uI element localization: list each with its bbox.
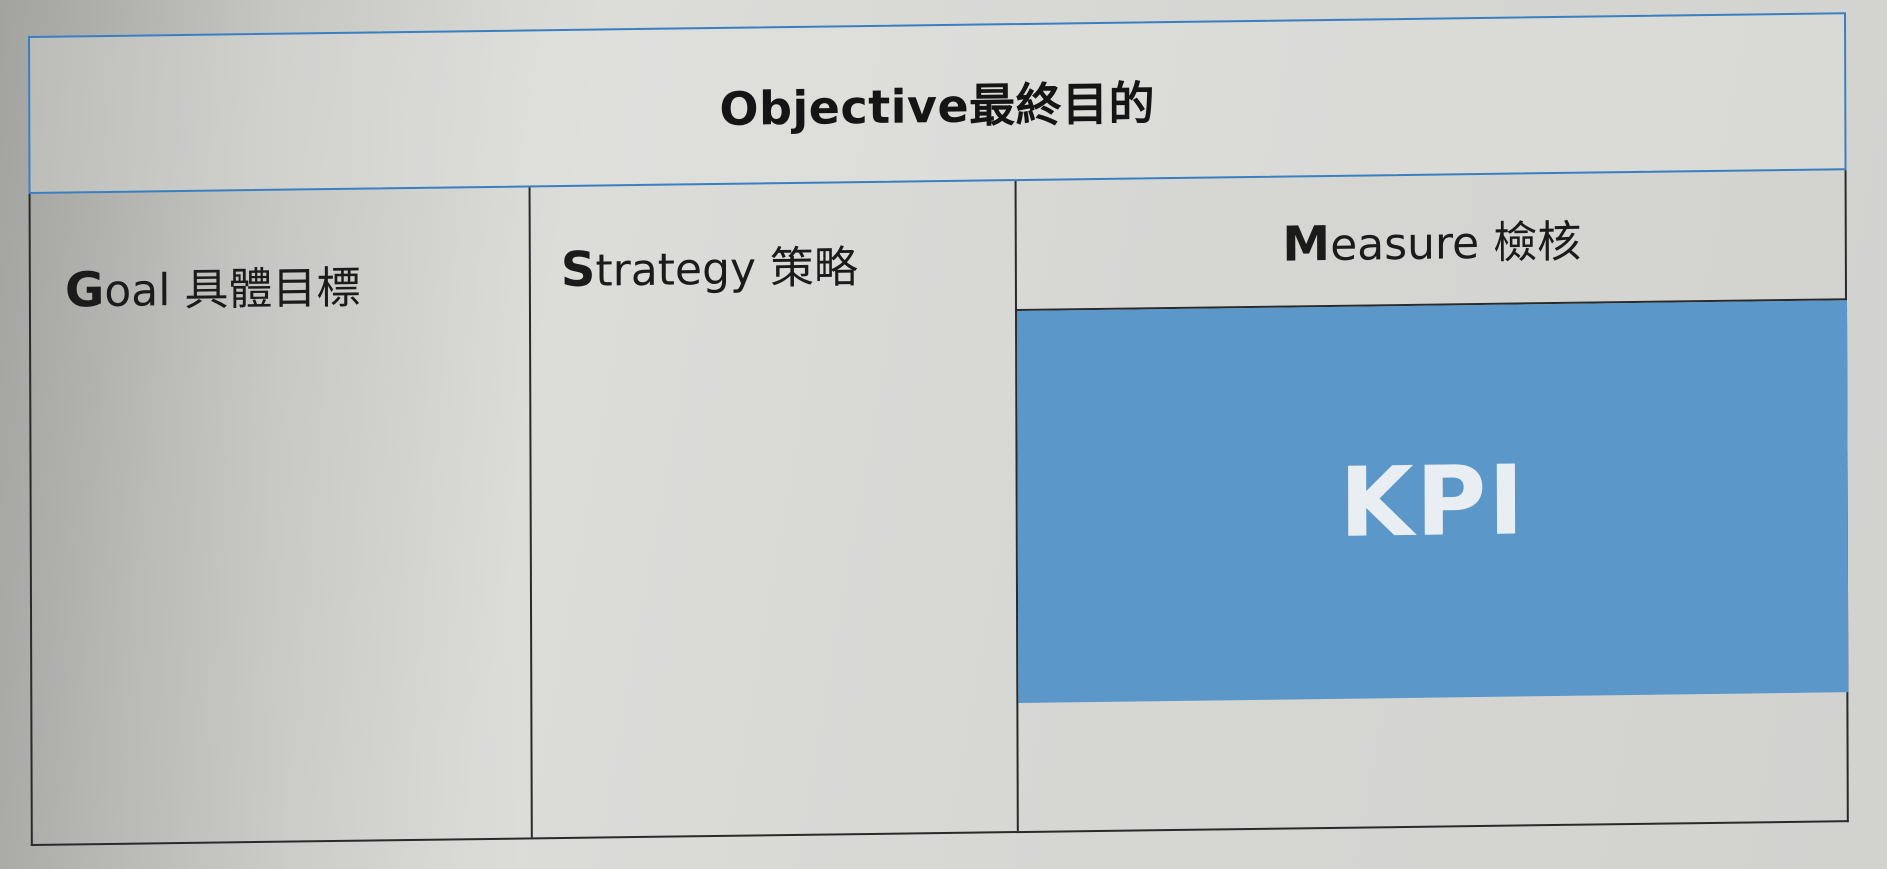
goal-initial: G (64, 262, 105, 319)
goal-label-rest: oal 具體目標 (104, 262, 361, 318)
measure-header: Measure 檢核 (1016, 170, 1847, 312)
strategy-label: Strategy 策略 (561, 231, 858, 299)
ogsm-diagram: Objective最終目的 Goal 具體目標 Strategy 策略 Meas… (28, 12, 1861, 846)
strategy-initial: S (560, 241, 596, 299)
objective-header: Objective最終目的 (28, 12, 1847, 194)
measure-label-rest: easure 檢核 (1330, 216, 1582, 271)
measure-label: Measure 檢核 (1282, 206, 1581, 274)
goal-column: Goal 具體目標 (30, 187, 533, 844)
goal-label: Goal 具體目標 (65, 252, 361, 320)
strategy-column: Strategy 策略 (530, 181, 1019, 838)
light-shadow (0, 0, 520, 869)
measure-initial: M (1282, 215, 1331, 273)
strategy-label-rest: trategy 策略 (595, 242, 859, 297)
kpi-label: KPI (1339, 444, 1527, 559)
kpi-box: KPI (1016, 300, 1849, 704)
objective-label: Objective最終目的 (719, 76, 1156, 136)
ogsm-grid: Goal 具體目標 Strategy 策略 Measure 檢核 KPI (28, 170, 1849, 846)
measure-column: Measure 檢核 KPI (1016, 170, 1849, 831)
